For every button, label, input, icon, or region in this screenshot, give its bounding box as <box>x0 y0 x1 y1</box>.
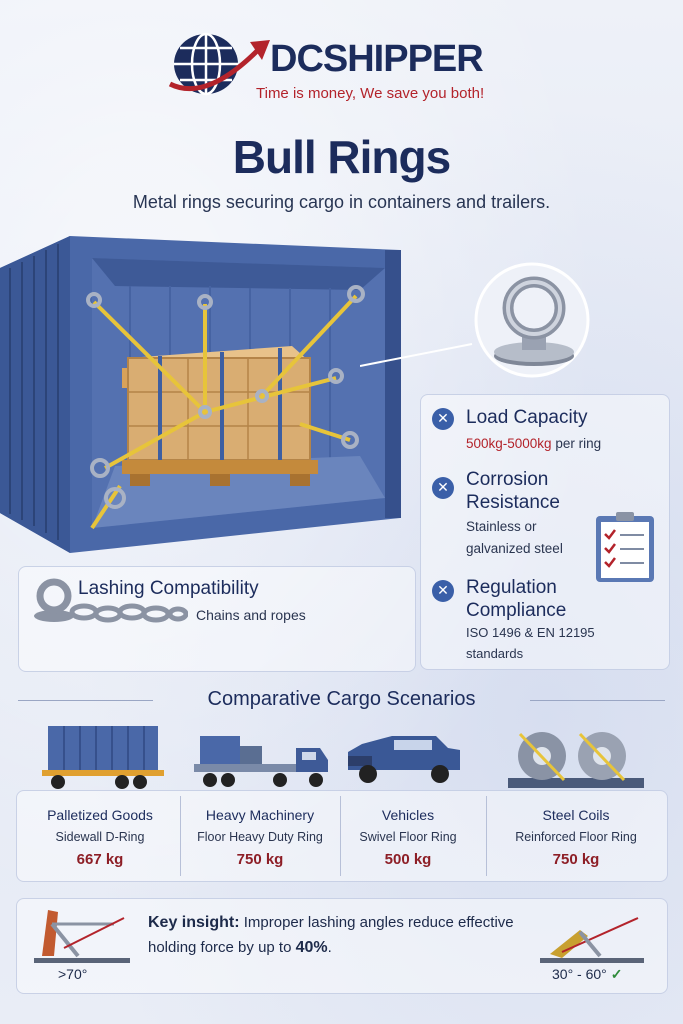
angle-bad-label: >70° <box>58 966 88 982</box>
lashing-title: Lashing Compatibility <box>78 578 259 599</box>
steep-angle-lashing-icon <box>34 910 130 963</box>
scenario-name: Steel Coils <box>542 807 610 823</box>
bull-ring-closeup-icon <box>474 262 590 378</box>
feature-corrosion-resistance: ✕ Corrosion Resistance Stainless or galv… <box>432 468 672 568</box>
scenario-name: Vehicles <box>381 807 435 823</box>
feature-load-capacity: ✕ Load Capacity 500kg-5000kg per ring <box>432 406 672 454</box>
page-title: Bull Rings <box>232 131 451 183</box>
page-subtitle: Metal rings securing cargo in containers… <box>132 192 551 212</box>
feature-desc: Stainless or galvanized steel <box>466 519 563 556</box>
divider-line <box>486 796 487 876</box>
chain-ring-icon <box>34 578 188 623</box>
brand-name: DCSHIPPER <box>270 38 484 80</box>
feature-title: Corrosion Resistance <box>466 469 560 513</box>
x-circle-icon: ✕ <box>432 408 454 430</box>
scenario-capacity: 750 kg <box>552 851 600 868</box>
correct-angle-lashing-icon <box>540 917 644 963</box>
scenario-name: Palletized Goods <box>47 807 153 823</box>
feature-desc: 500kg-5000kg per ring <box>466 436 602 451</box>
pickup-truck-icon <box>348 736 460 783</box>
x-circle-icon: ✕ <box>432 580 454 602</box>
scenario-ring: Swivel Floor Ring <box>359 830 457 844</box>
callout-line <box>360 343 473 367</box>
feature-title: Load Capacity <box>466 407 588 428</box>
insight-text: Key insight: Improper lashing angles red… <box>148 914 514 956</box>
scenario-capacity: 667 kg <box>76 851 124 868</box>
divider-line <box>18 700 153 701</box>
brand-tagline: Time is money, We save you both! <box>256 85 485 102</box>
scenarios-card <box>16 790 668 882</box>
globe-logo-icon <box>168 32 270 96</box>
shipping-container-illustration <box>0 236 401 553</box>
feature-regulation-compliance: ✕ Regulation Compliance ISO 1496 & EN 12… <box>432 576 672 661</box>
scenario-ring: Reinforced Floor Ring <box>515 830 637 844</box>
scenario-capacity: 750 kg <box>236 851 284 868</box>
check-icon: ✓ <box>610 966 623 982</box>
checklist-clipboard-icon <box>596 512 654 582</box>
scenario-ring: Sidewall D-Ring <box>55 830 145 844</box>
flatbed-truck-icon <box>194 736 328 787</box>
insight-label: Key insight: <box>148 914 240 931</box>
lashing-desc: Chains and ropes <box>196 607 306 623</box>
trailer-icon <box>42 726 164 789</box>
steel-coil-icon <box>508 732 644 788</box>
scenarios-heading: Comparative Cargo Scenarios <box>207 688 476 710</box>
scenario-capacity: 500 kg <box>384 851 432 868</box>
feature-title: Regulation Compliance <box>466 577 567 621</box>
angle-good-label: 30° - 60° ✓ <box>552 966 623 982</box>
divider-line <box>530 700 665 701</box>
divider-line <box>340 796 341 876</box>
brand-header: DCSHIPPER Time is money, We save you bot… <box>0 28 683 108</box>
x-circle-icon: ✕ <box>432 477 454 499</box>
scenario-ring: Floor Heavy Duty Ring <box>197 830 323 844</box>
scenario-name: Heavy Machinery <box>205 807 315 823</box>
feature-desc: ISO 1496 & EN 12195 standards <box>466 625 595 661</box>
divider-line <box>180 796 181 876</box>
insight-card <box>16 898 668 994</box>
